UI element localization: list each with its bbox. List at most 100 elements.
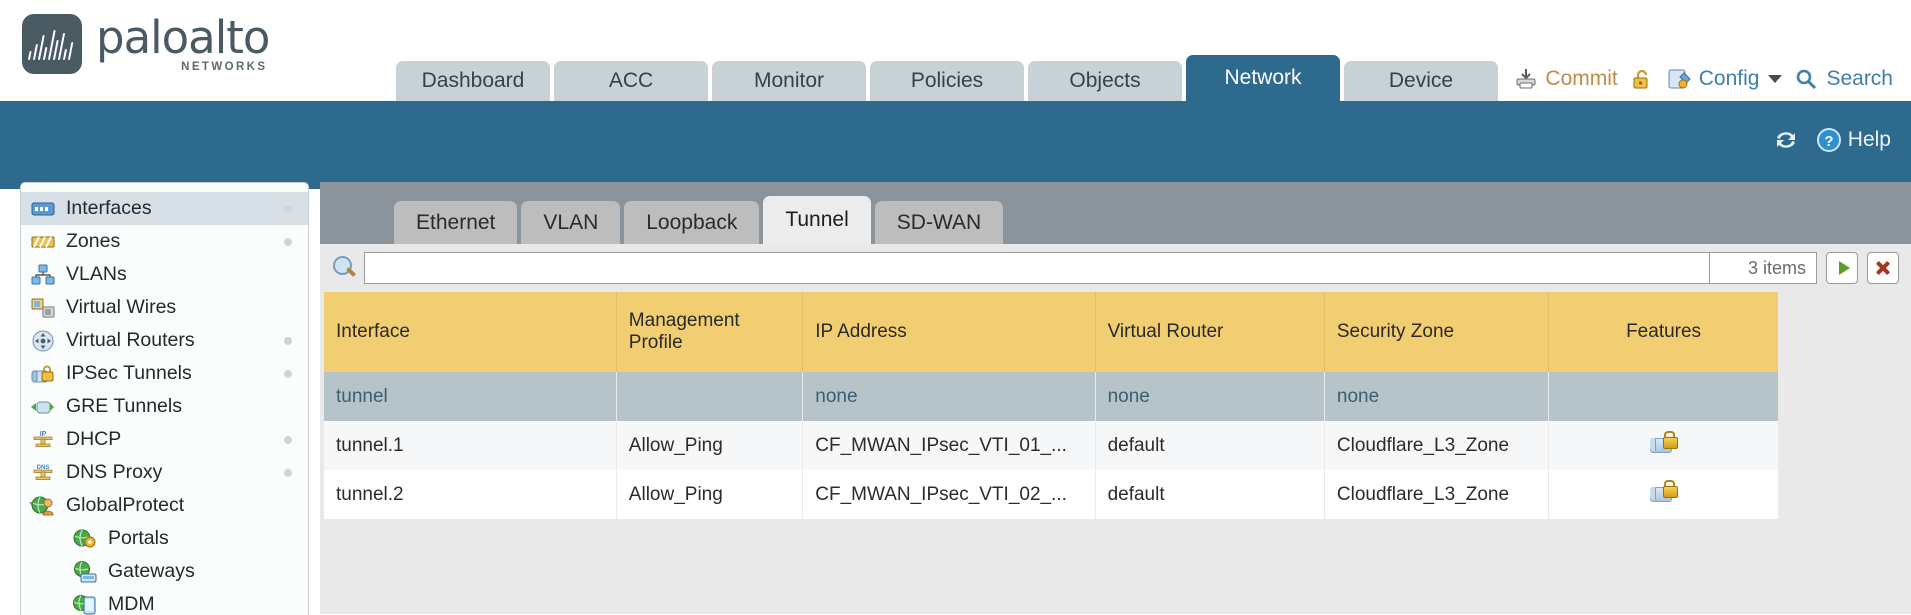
sidebar-item-label: Virtual Wires <box>66 296 176 319</box>
nav-tab-objects[interactable]: Objects <box>1028 61 1182 101</box>
config-wrench-icon <box>1668 68 1692 90</box>
sidebar-item-dns-proxy[interactable]: DNS DNS Proxy <box>21 456 308 489</box>
sidebar-item-label: Interfaces <box>66 197 152 220</box>
tab-tunnel[interactable]: Tunnel <box>763 196 870 244</box>
svg-text:?: ? <box>1824 133 1833 150</box>
sidebar-item-label: Portals <box>108 527 169 550</box>
sidebar-item-gateways[interactable]: Gateways <box>21 555 308 588</box>
sidebar-item-label: DHCP <box>66 428 121 451</box>
sidebar-item-virtual-routers[interactable]: Virtual Routers <box>21 324 308 357</box>
nav-tab-monitor[interactable]: Monitor <box>712 61 866 101</box>
column-header-interface[interactable]: Interface <box>324 292 616 372</box>
config-label: Config <box>1699 67 1760 91</box>
search-magnifier-icon <box>1795 68 1819 90</box>
sidebar-item-globalprotect[interactable]: GlobalProtect <box>21 489 308 522</box>
zones-icon <box>31 231 57 253</box>
search-magnifier-icon <box>332 255 358 281</box>
cell-interface[interactable]: tunnel.2 <box>324 470 616 519</box>
interfaces-icon <box>31 198 57 220</box>
dns-proxy-icon: DNS <box>31 462 57 484</box>
sidebar-item-virtual-wires[interactable]: Virtual Wires <box>21 291 308 324</box>
column-header-security-zone[interactable]: Security Zone <box>1324 292 1548 372</box>
commit-button[interactable]: Commit <box>1514 67 1617 91</box>
nav-tab-dashboard[interactable]: Dashboard <box>396 61 550 101</box>
sidebar-item-status-dot <box>284 436 292 444</box>
cell-interface[interactable]: tunnel <box>324 372 616 421</box>
item-count-label: 3 items <box>1710 252 1817 284</box>
portals-icon <box>73 528 99 550</box>
sidebar-item-gre-tunnels[interactable]: GRE Tunnels <box>21 390 308 423</box>
virtual-routers-icon <box>31 330 57 352</box>
sidebar-item-interfaces[interactable]: Interfaces <box>21 192 308 225</box>
band-actions: ? Help <box>1772 127 1891 153</box>
sidebar-item-status-dot <box>284 337 292 345</box>
sidebar-item-label: Gateways <box>108 560 195 583</box>
nav-tab-policies[interactable]: Policies <box>870 61 1024 101</box>
refresh-icon[interactable] <box>1772 128 1800 152</box>
config-menu-button[interactable]: Config <box>1668 67 1783 91</box>
sidebar-item-status-dot <box>284 370 292 378</box>
help-button[interactable]: ? Help <box>1816 127 1891 153</box>
cell-features <box>1549 421 1778 470</box>
column-header-features[interactable]: Features <box>1549 292 1778 372</box>
header-actions: Commit <box>1514 67 1893 91</box>
unlock-padlock-icon <box>1631 68 1655 90</box>
sidebar-item-status-dot <box>284 469 292 477</box>
column-header-virtual-router[interactable]: Virtual Router <box>1095 292 1324 372</box>
sidebar-item-label: MDM <box>108 593 155 615</box>
cell-security-zone: Cloudflare_L3_Zone <box>1324 470 1548 519</box>
cell-security-zone: none <box>1324 372 1548 421</box>
tab-sd-wan[interactable]: SD-WAN <box>875 201 1003 244</box>
cell-interface[interactable]: tunnel.1 <box>324 421 616 470</box>
tab-loopback[interactable]: Loopback <box>624 201 759 244</box>
sidebar-item-portals[interactable]: Portals <box>21 522 308 555</box>
nav-tab-device[interactable]: Device <box>1344 61 1498 101</box>
cell-virtual-router: none <box>1095 372 1324 421</box>
column-header-management-profile[interactable]: Management Profile <box>616 292 802 372</box>
vlans-icon <box>31 264 57 286</box>
tab-ethernet[interactable]: Ethernet <box>394 201 517 244</box>
cell-management-profile: Allow_Ping <box>616 421 802 470</box>
sidebar-item-ipsec-tunnels[interactable]: IPSec Tunnels <box>21 357 308 390</box>
nav-tab-network[interactable]: Network <box>1186 55 1340 101</box>
sidebar-item-label: GlobalProtect <box>66 494 184 517</box>
cell-management-profile: Allow_Ping <box>616 470 802 519</box>
column-header-ip-address[interactable]: IP Address <box>803 292 1095 372</box>
search-label: Search <box>1826 67 1893 91</box>
virtual-wires-icon <box>31 297 57 319</box>
filter-search-input[interactable] <box>364 252 1710 284</box>
apply-filter-button[interactable] <box>1826 252 1858 284</box>
unlock-padlock-button[interactable] <box>1631 68 1655 90</box>
filter-bar: 3 items <box>320 244 1911 292</box>
green-arrow-icon <box>1839 261 1850 275</box>
sidebar-item-label: DNS Proxy <box>66 461 162 484</box>
nav-tab-acc[interactable]: ACC <box>554 61 708 101</box>
commit-label: Commit <box>1545 67 1617 91</box>
sidebar-item-mdm[interactable]: MDM <box>21 588 308 615</box>
commit-icon <box>1514 68 1538 90</box>
sidebar-item-zones[interactable]: Zones <box>21 225 308 258</box>
tunnel-lock-icon <box>1650 431 1678 455</box>
clear-filter-button[interactable] <box>1867 252 1899 284</box>
cell-ip-address: CF_MWAN_IPsec_VTI_02_... <box>803 470 1095 519</box>
tab-vlan[interactable]: VLAN <box>521 201 620 244</box>
brand-logo[interactable]: paloalto NETWORKS <box>22 14 269 74</box>
cell-virtual-router: default <box>1095 470 1324 519</box>
sidebar-item-vlans[interactable]: VLANs <box>21 258 308 291</box>
gateways-icon <box>73 561 99 583</box>
tunnel-lock-icon <box>1650 480 1678 504</box>
search-button[interactable]: Search <box>1795 67 1893 91</box>
gre-tunnels-icon <box>31 396 57 418</box>
sub-header-band: ? Help <box>0 101 1911 189</box>
cell-virtual-router: default <box>1095 421 1324 470</box>
